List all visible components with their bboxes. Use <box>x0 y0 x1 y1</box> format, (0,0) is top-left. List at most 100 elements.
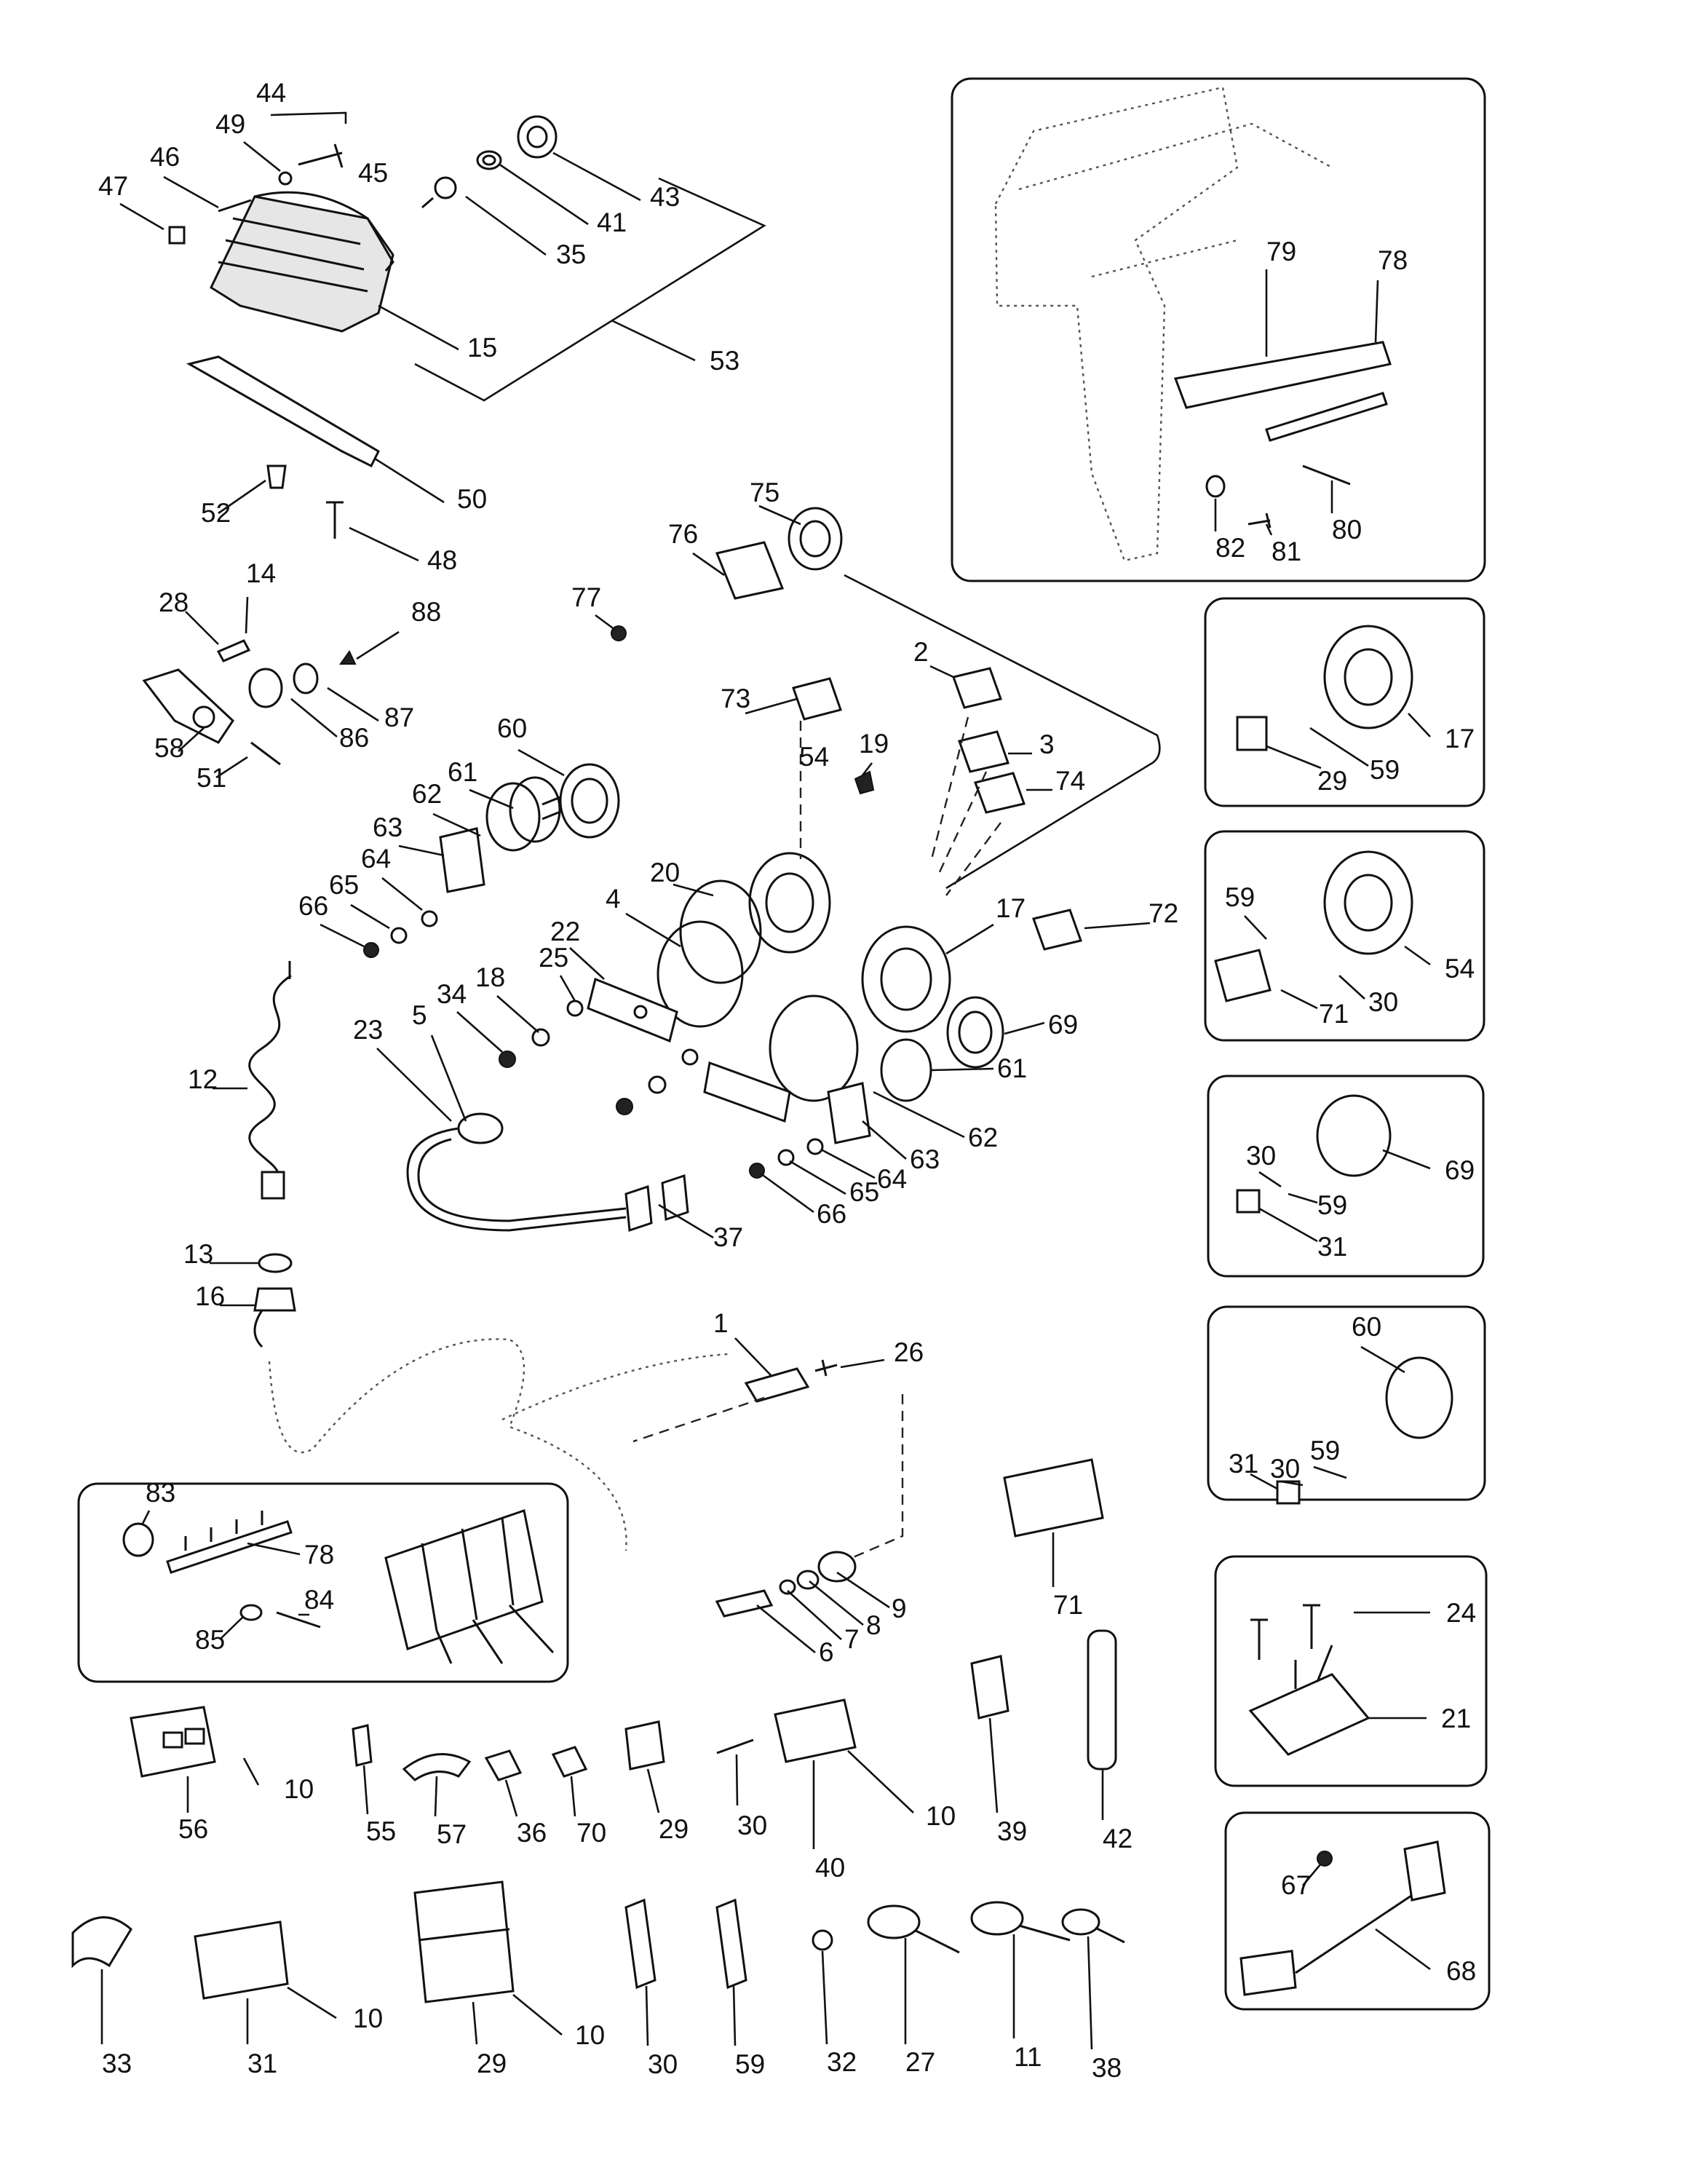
callout-label: 28 <box>159 587 189 617</box>
callout-label: 82 <box>1215 533 1245 563</box>
taillight-bracket-58 <box>142 668 234 744</box>
callout-label: 78 <box>1378 245 1408 275</box>
terminal-39 <box>970 1655 1009 1720</box>
clip-1 <box>744 1367 810 1403</box>
dashed-route-1 <box>799 716 1001 896</box>
callout-label: 81 <box>1272 537 1301 566</box>
panel-gauge-69 <box>1207 1075 1485 1278</box>
ring-terminal-32 <box>812 1929 833 1951</box>
cap-88 <box>339 650 357 665</box>
callout-label: 64 <box>877 1164 907 1194</box>
callout-label: 67 <box>1281 1870 1311 1900</box>
callout-label: 45 <box>358 158 388 188</box>
callout-label: 17 <box>996 893 1026 923</box>
frame-bracket <box>994 86 1392 562</box>
callout-label: 65 <box>849 1177 879 1207</box>
nut-67 <box>1317 1851 1333 1867</box>
panel-gauge-54-art <box>1214 850 1413 1002</box>
ring-13 <box>258 1253 293 1273</box>
cap-70 <box>551 1746 588 1778</box>
fuse-block <box>384 1509 555 1664</box>
callout-label: 63 <box>910 1144 940 1174</box>
washer-18 <box>531 1028 667 1094</box>
callout-label: 71 <box>1319 999 1349 1029</box>
callout-label: 70 <box>576 1818 606 1848</box>
callout-label: 48 <box>427 545 457 575</box>
callout-label: 19 <box>859 729 889 759</box>
callout-label: 30 <box>1368 987 1398 1017</box>
leader-lines <box>100 141 1431 2050</box>
callout-label: 50 <box>457 484 487 514</box>
callout-label: 7 <box>844 1624 860 1654</box>
callout-label: 26 <box>894 1337 924 1367</box>
harness-23 <box>406 1127 627 1232</box>
washer-65b <box>777 1149 795 1166</box>
callout-label: 33 <box>102 2049 132 2078</box>
callout-label: 14 <box>246 558 276 588</box>
spring-46 <box>218 199 252 213</box>
adjust-screw-45 <box>298 143 344 168</box>
sleeve-42 <box>1087 1629 1117 1770</box>
fuse-strip-78 <box>166 1511 293 1574</box>
callout-label: 73 <box>721 684 750 713</box>
callout-label: 69 <box>1445 1155 1475 1185</box>
washer-82 <box>1205 475 1226 498</box>
callout-label: 51 <box>197 763 226 793</box>
callout-label: 61 <box>448 757 477 787</box>
terminal-55 <box>352 1724 373 1767</box>
ring-87 <box>293 662 319 695</box>
connector-31 <box>194 1920 289 2000</box>
cable-tie-11 <box>970 1901 1071 1942</box>
bolt-48 <box>326 501 344 539</box>
callout-label: 61 <box>997 1053 1027 1083</box>
panel-gauge-60-art <box>1276 1356 1453 1505</box>
switch-73 <box>792 677 842 721</box>
callout-label: 37 <box>713 1222 743 1252</box>
cable-tie-38 <box>1061 1908 1125 1944</box>
callout-label: 69 <box>1048 1010 1078 1040</box>
callout-label: 79 <box>1266 237 1296 266</box>
panel-regulator <box>1214 1555 1488 1787</box>
callout-label: 59 <box>1317 1190 1347 1220</box>
socket-86 <box>248 668 283 708</box>
callout-label: 59 <box>1310 1436 1340 1465</box>
callout-label: 8 <box>866 1610 881 1640</box>
callout-label: 21 <box>1441 1704 1471 1733</box>
callout-label: 41 <box>597 207 627 237</box>
callout-label: 77 <box>571 582 601 612</box>
connector-29-large <box>413 1880 515 2003</box>
coil-cord-12 <box>248 961 292 1200</box>
harness-route <box>844 574 1161 890</box>
callout-label: 2 <box>913 637 929 667</box>
gauge-17 <box>861 925 951 1033</box>
console-outline <box>268 1338 729 1551</box>
switch-16 <box>253 1287 296 1348</box>
gauge-54 <box>748 852 831 954</box>
callout-label: 71 <box>1053 1590 1083 1620</box>
callout-label: 65 <box>329 870 359 900</box>
callout-label: 58 <box>154 733 184 763</box>
callout-label: 15 <box>467 333 497 363</box>
callout-label: 64 <box>361 844 391 874</box>
callout-label: 39 <box>997 1816 1027 1846</box>
callout-label: 1 <box>713 1308 729 1338</box>
gauge-75 <box>715 507 843 600</box>
callout-label: 87 <box>384 703 414 732</box>
ring-20 <box>679 879 762 984</box>
callout-label: 29 <box>659 1814 689 1844</box>
ring-41 <box>476 150 502 170</box>
spacer-83 <box>122 1522 154 1557</box>
callout-label: 60 <box>497 713 527 743</box>
screw-80 <box>1302 464 1351 486</box>
callout-label: 66 <box>817 1199 846 1229</box>
callout-label: 47 <box>98 171 128 201</box>
callout-label: 25 <box>539 943 568 973</box>
callout-label: 85 <box>195 1625 225 1655</box>
callout-label: 24 <box>1446 1598 1476 1628</box>
callout-label: 18 <box>475 962 505 992</box>
bracket-63b <box>827 1082 871 1144</box>
switch-72 <box>1032 909 1082 951</box>
lamp-bulb <box>421 176 457 209</box>
callout-label: 12 <box>188 1064 218 1094</box>
